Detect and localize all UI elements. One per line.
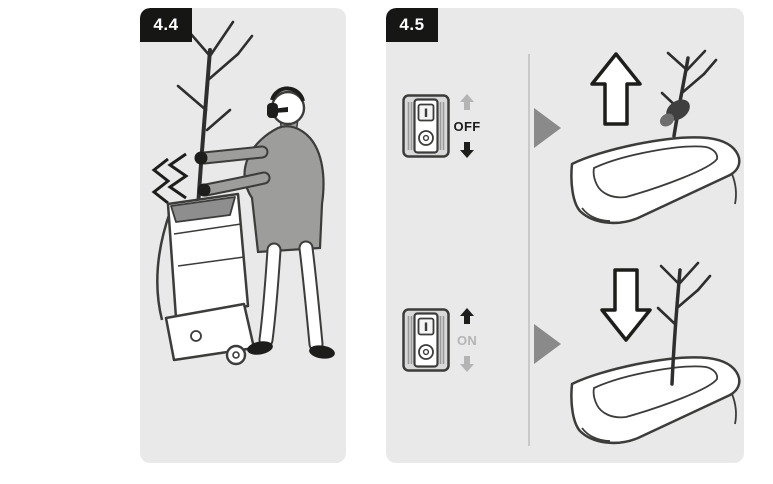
switch-off-label: OFF xyxy=(453,118,481,134)
switch-direction-top: OFF xyxy=(452,94,482,158)
switch-on-label: ON xyxy=(456,332,478,348)
operator-person xyxy=(194,86,335,359)
chevron-right-icon xyxy=(534,108,561,148)
big-up-arrow-icon xyxy=(590,52,642,126)
big-down-arrow-icon xyxy=(600,268,652,342)
down-arrow-icon xyxy=(460,142,474,158)
power-switch-icon xyxy=(402,94,450,158)
chevron-right-icon xyxy=(534,324,561,364)
panel-4-4: 4.4 xyxy=(140,8,346,463)
branch-feeding-illustration xyxy=(570,261,741,445)
branch xyxy=(656,261,712,386)
panel-4-5-label: 4.5 xyxy=(386,8,438,42)
vibration-marks-icon xyxy=(151,152,189,205)
power-switch-icon xyxy=(402,308,450,372)
branch-removal-illustration xyxy=(570,49,741,225)
up-arrow-icon xyxy=(460,94,474,110)
hopper-funnel xyxy=(570,136,741,225)
ear-muffs-icon xyxy=(267,86,305,118)
panel-4-5: 4.5 OFF xyxy=(386,8,744,463)
up-arrow-icon xyxy=(460,308,474,324)
switch-direction-bottom: ON xyxy=(452,308,482,372)
column-divider xyxy=(528,54,530,446)
shredder-machine xyxy=(156,192,256,366)
hopper-funnel xyxy=(570,356,741,445)
shredder-operator-illustration xyxy=(151,20,335,366)
down-arrow-icon xyxy=(460,356,474,372)
safety-glasses-icon xyxy=(272,107,288,113)
panel-4-4-label: 4.4 xyxy=(140,8,192,42)
gloved-hand-icon xyxy=(659,99,690,127)
